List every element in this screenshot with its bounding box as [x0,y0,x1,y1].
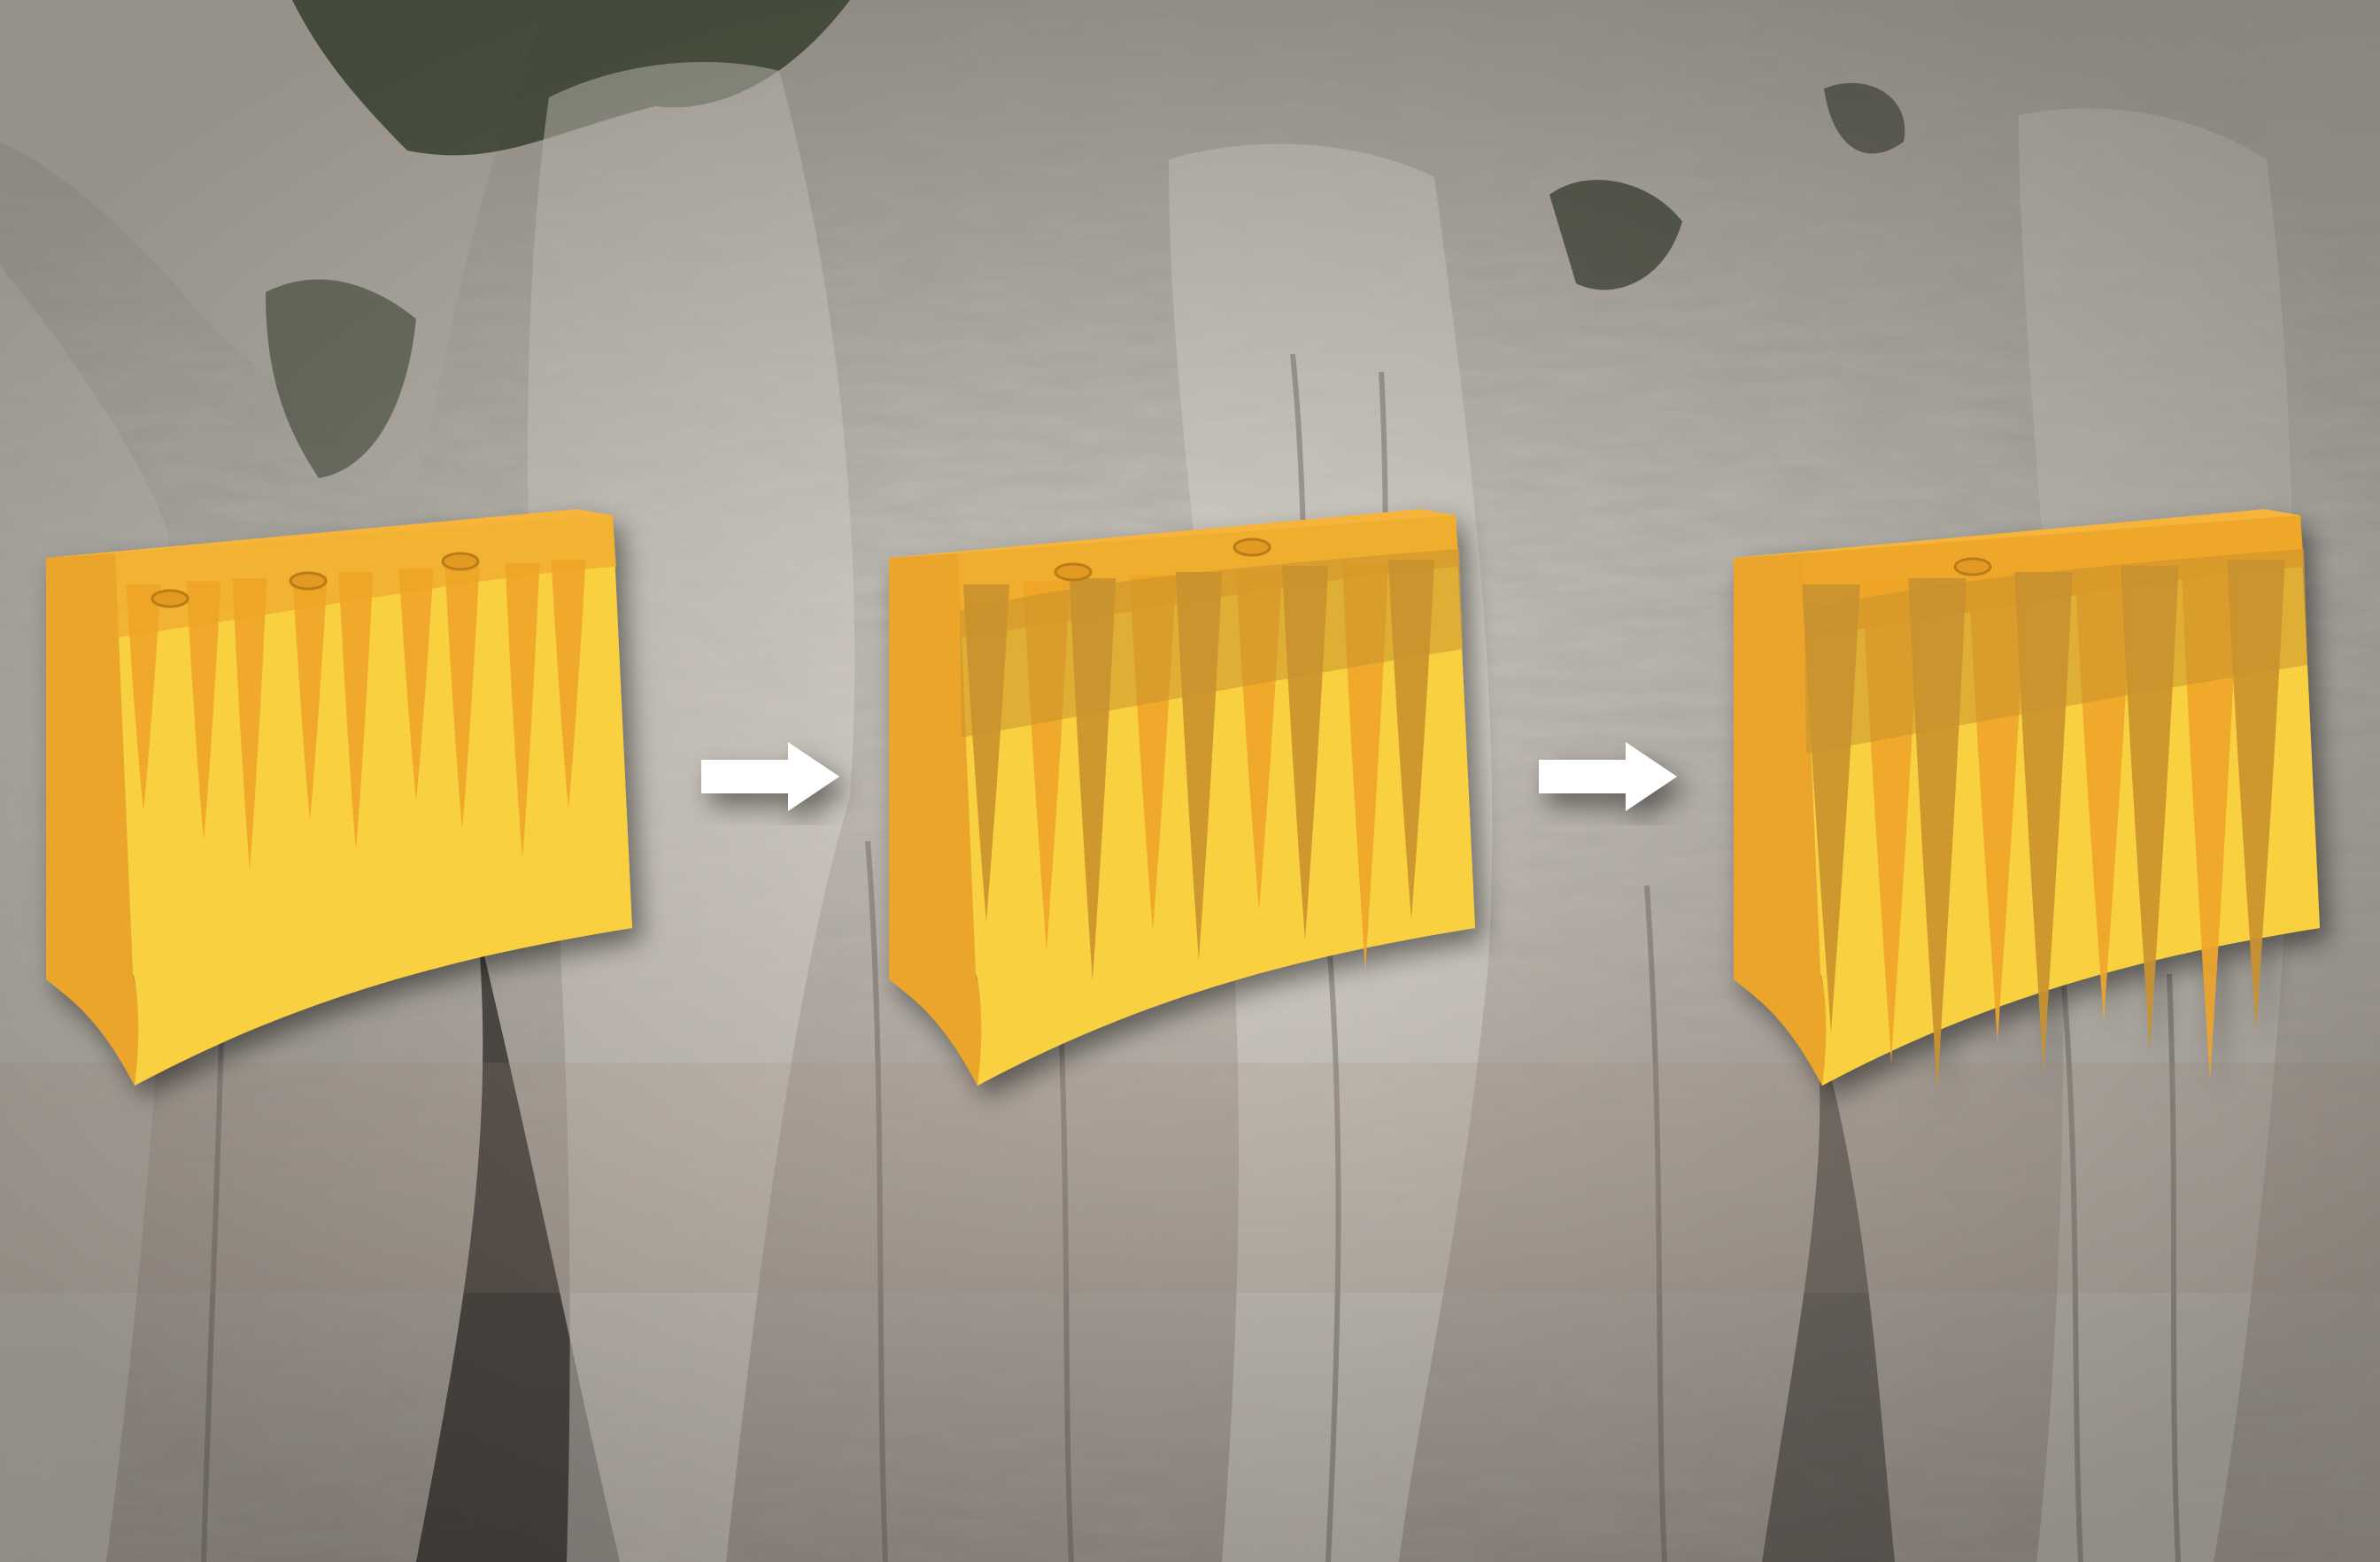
surface-hole [1055,564,1091,580]
surface-hole [290,573,326,589]
surface-hole [1234,539,1270,555]
surface-hole [1955,559,1990,575]
surface-hole [443,553,478,569]
surface-hole [152,591,188,607]
